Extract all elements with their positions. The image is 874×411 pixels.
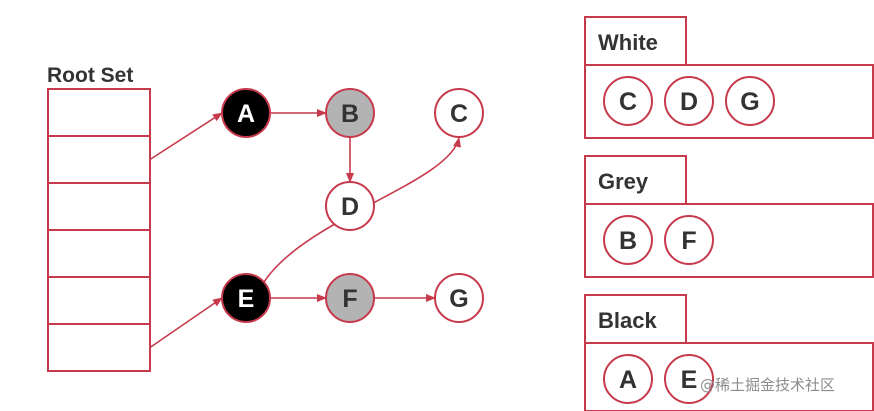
set-black-member-E-label: E bbox=[681, 366, 698, 394]
set-white-member-G: G bbox=[725, 76, 775, 126]
node-B-label: B bbox=[341, 100, 359, 128]
set-grey-member-F: F bbox=[664, 215, 714, 265]
node-A: A bbox=[221, 88, 271, 138]
node-F: F bbox=[325, 273, 375, 323]
node-A-label: A bbox=[237, 100, 255, 128]
set-white-member-D-label: D bbox=[680, 88, 698, 116]
node-C: C bbox=[434, 88, 484, 138]
node-G-circle bbox=[434, 273, 484, 323]
node-D-circle bbox=[325, 181, 375, 231]
root-slot-4 bbox=[47, 276, 151, 325]
set-black-title: Black bbox=[598, 308, 657, 333]
set-black-member-E-circle bbox=[664, 354, 714, 404]
set-black-member-A-label: A bbox=[619, 366, 637, 394]
set-black-member-E: E bbox=[664, 354, 714, 404]
set-white-member-G-label: G bbox=[740, 88, 759, 116]
node-C-circle bbox=[434, 88, 484, 138]
node-G: G bbox=[434, 273, 484, 323]
node-D-label: D bbox=[341, 193, 359, 221]
root-set-title: Root Set bbox=[47, 64, 133, 87]
node-C-label: C bbox=[450, 100, 468, 128]
node-G-label: G bbox=[449, 285, 468, 313]
node-B-circle bbox=[325, 88, 375, 138]
set-white-member-C-circle bbox=[603, 76, 653, 126]
edge-root-slot-1-A bbox=[149, 112, 223, 161]
root-slot-3 bbox=[47, 229, 151, 278]
set-white-member-D: D bbox=[664, 76, 714, 126]
set-grey-member-B-circle bbox=[603, 215, 653, 265]
set-grey-member-B: B bbox=[603, 215, 653, 265]
node-E-label: E bbox=[238, 285, 255, 313]
set-grey-member-F-label: F bbox=[681, 227, 696, 255]
node-B: B bbox=[325, 88, 375, 138]
node-E-circle bbox=[221, 273, 271, 323]
set-white-title: White bbox=[598, 30, 658, 55]
set-black-tab bbox=[584, 294, 687, 344]
node-D: D bbox=[325, 181, 375, 231]
graph-nodes: A B C D E F G bbox=[221, 88, 484, 323]
set-grey-tab bbox=[584, 155, 687, 205]
edges bbox=[149, 109, 461, 349]
root-slot-2 bbox=[47, 182, 151, 231]
root-slot-1 bbox=[47, 135, 151, 184]
set-grey-member-B-label: B bbox=[619, 227, 637, 255]
set-grey-title: Grey bbox=[598, 169, 649, 194]
set-black-member-A: A bbox=[603, 354, 653, 404]
set-white-member-C-label: C bbox=[619, 88, 637, 116]
node-E: E bbox=[221, 273, 271, 323]
set-grey-member-F-circle bbox=[664, 215, 714, 265]
edge-root-slot-5-E bbox=[149, 297, 223, 349]
set-white-member-C: C bbox=[603, 76, 653, 126]
node-A-circle bbox=[221, 88, 271, 138]
set-white-member-G-circle bbox=[725, 76, 775, 126]
root-slot-0 bbox=[47, 88, 151, 137]
node-F-circle bbox=[325, 273, 375, 323]
set-white-member-D-circle bbox=[664, 76, 714, 126]
set-black-member-A-circle bbox=[603, 354, 653, 404]
node-F-label: F bbox=[342, 285, 357, 313]
root-slot-5 bbox=[47, 323, 151, 372]
watermark: @稀土掘金技术社区 bbox=[700, 376, 836, 394]
root-set bbox=[47, 88, 151, 372]
